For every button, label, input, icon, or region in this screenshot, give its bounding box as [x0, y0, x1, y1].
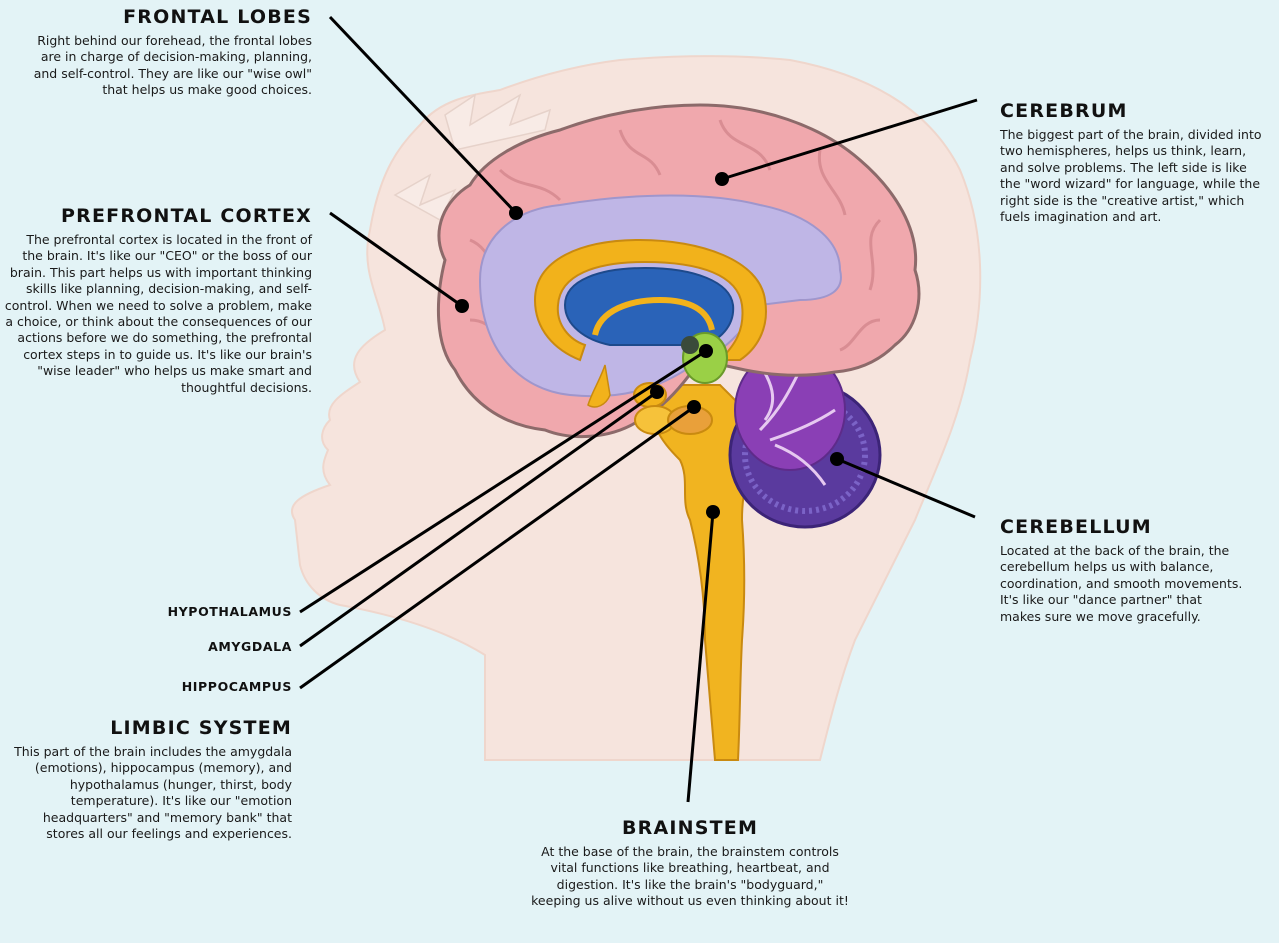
- brainstem-desc: At the base of the brain, the brainstem …: [530, 844, 850, 910]
- label-limbic-system: LIMBIC SYSTEM This part of the brain inc…: [8, 717, 292, 842]
- prefrontal-cortex-desc: The prefrontal cortex is located in the …: [4, 232, 312, 396]
- dot-brainstem: [706, 505, 720, 519]
- dot-cerebrum: [715, 172, 729, 186]
- frontal-lobes-title: FRONTAL LOBES: [20, 6, 312, 28]
- prefrontal-cortex-title: PREFRONTAL CORTEX: [4, 205, 312, 227]
- dot-amygdala: [650, 385, 664, 399]
- dot-hippocampus: [687, 400, 701, 414]
- dot-frontal-lobes: [509, 206, 523, 220]
- cerebrum-desc: The biggest part of the brain, divided i…: [1000, 127, 1270, 225]
- pineal: [681, 336, 699, 354]
- cerebrum-title: CEREBRUM: [1000, 100, 1270, 122]
- label-brainstem: BRAINSTEM At the base of the brain, the …: [530, 817, 850, 910]
- cerebellum-desc: Located at the back of the brain, the ce…: [1000, 543, 1245, 625]
- limbic-system-title: LIMBIC SYSTEM: [8, 717, 292, 739]
- dot-hypothalamus: [699, 344, 713, 358]
- frontal-lobes-desc: Right behind our forehead, the frontal l…: [20, 33, 312, 99]
- label-cerebellum: CEREBELLUM Located at the back of the br…: [1000, 516, 1245, 625]
- brainstem-title: BRAINSTEM: [530, 817, 850, 839]
- hypothalamus-title: HYPOTHALAMUS: [92, 604, 292, 619]
- cerebellum-title: CEREBELLUM: [1000, 516, 1245, 538]
- limbic-system-desc: This part of the brain includes the amyg…: [8, 744, 292, 842]
- dot-cerebellum: [830, 452, 844, 466]
- hippocampus-title: HIPPOCAMPUS: [92, 679, 292, 694]
- amygdala-title: AMYGDALA: [92, 639, 292, 654]
- dot-prefrontal-cortex: [455, 299, 469, 313]
- label-cerebrum: CEREBRUM The biggest part of the brain, …: [1000, 100, 1270, 225]
- label-prefrontal-cortex: PREFRONTAL CORTEX The prefrontal cortex …: [4, 205, 312, 396]
- label-frontal-lobes: FRONTAL LOBES Right behind our forehead,…: [20, 6, 312, 99]
